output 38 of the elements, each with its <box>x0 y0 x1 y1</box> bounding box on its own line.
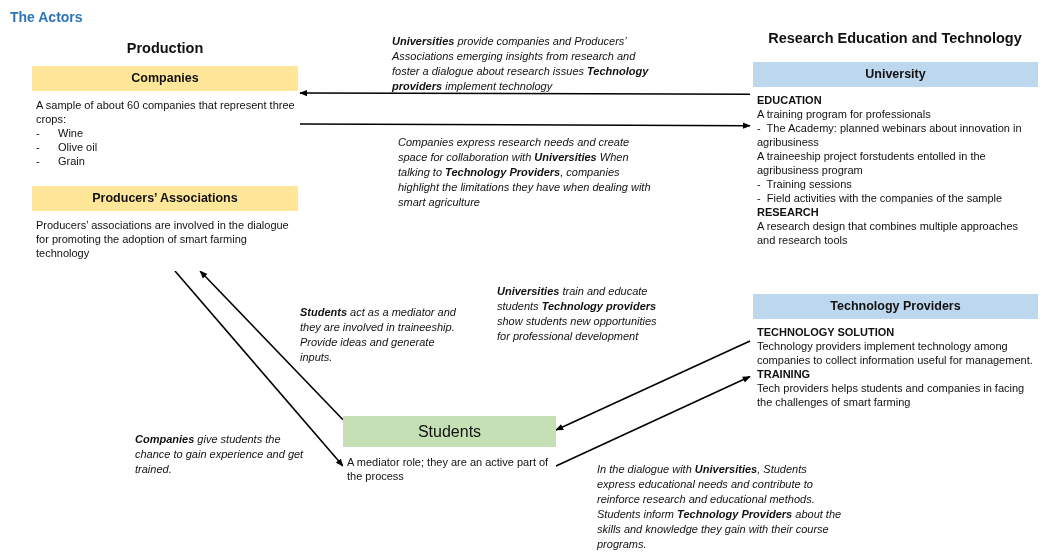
edge-label: Companies give students the chance to gain experience and get trained. <box>135 432 305 477</box>
body-text: EDUCATION <box>757 93 823 107</box>
edge-label: Universities train and educate students Technology providers show students new opportunities for professional development <box>497 284 658 344</box>
body-text: Tech providers helps students and companies in facing the challenges of smart farming <box>757 381 1026 409</box>
section-header: Students <box>343 416 556 447</box>
edge-label: Students act as a mediator and they are involved in traineeship. Provide ideas and generate inputs. <box>300 305 457 365</box>
column-heading: Production <box>125 39 205 58</box>
body-text: TRAINING <box>757 367 812 381</box>
body-text: RESEARCH <box>757 205 820 219</box>
section-header: Technology Providers <box>753 294 1038 319</box>
section-header: Companies <box>32 66 298 91</box>
body-text: Technology providers implement technology among companies to collect information useful for management. <box>757 339 1034 367</box>
column-heading: Research Education and Technology <box>767 29 1023 48</box>
body-text: - Training sessions <box>757 177 853 191</box>
body-text: A sample of about 60 companies that represent three crops: <box>36 98 296 126</box>
arrow <box>555 340 751 431</box>
body-text: - The Academy: planned webinars about innovation in agribusiness <box>757 121 1023 149</box>
arrow <box>199 270 344 421</box>
arrow <box>299 89 751 97</box>
edge-label: Companies express research needs and create space for collaboration with Universities When talking to Technology Providers, companies highlight the limitations they have when dealing with smart agriculture <box>398 135 652 210</box>
body-text: A research design that combines multiple approaches and research tools <box>757 219 1020 247</box>
body-text: TECHNOLOGY SOLUTION <box>757 325 896 339</box>
body-text: A mediator role; they are an active part of the process <box>347 455 550 483</box>
body-text: A training program for professionals <box>757 107 932 121</box>
arrow <box>299 122 751 129</box>
body-text: - Wine <box>36 126 85 140</box>
section-header: University <box>753 62 1038 87</box>
edge-label: Universities provide companies and Producers’ Associations emerging insights from research and foster a dialogue about research issues Technology providers implement technology <box>392 34 650 94</box>
edge-label: In the dialogue with Universities, Students express educational needs and contribute to reinforce research and educational methods. Students inform Technology Providers about the skills and knowledge they gain with their course programs. <box>597 462 843 552</box>
body-text: - Grain <box>36 154 86 168</box>
body-text: Producers’ associations are involved in the dialogue for promoting the adoption of smart farming technology <box>36 218 290 260</box>
section-header: Producers’ Associations <box>32 186 298 211</box>
body-text: - Field activities with the companies of the sample <box>757 191 1004 205</box>
body-text: A traineeship project forstudents entolled in the agribusiness program <box>757 149 987 177</box>
arrow <box>174 270 344 467</box>
title: The Actors <box>10 9 83 25</box>
body-text: - Olive oil <box>36 140 99 154</box>
arrow <box>555 375 751 467</box>
